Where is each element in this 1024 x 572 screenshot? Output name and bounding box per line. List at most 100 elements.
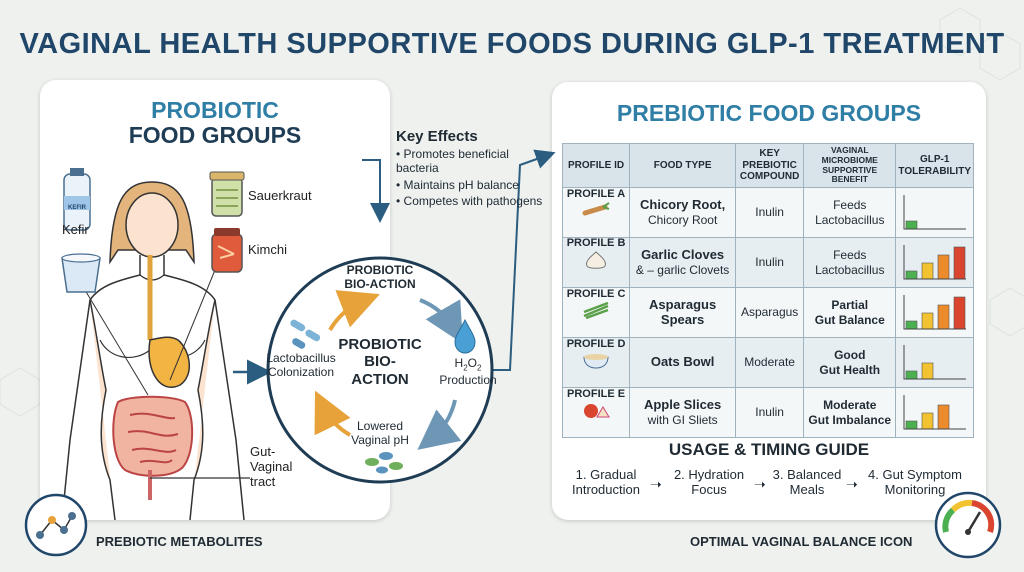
kimchi-jar-icon: [211, 228, 243, 273]
human-body-icon: [61, 181, 245, 521]
profile-cell: PROFILE C: [561, 287, 631, 339]
compound-cell: Inulin: [735, 187, 805, 239]
footer-left-label: PREBIOTIC METABOLITES: [96, 534, 263, 549]
tolerability-bar: [937, 304, 949, 329]
tolerability-cell: [895, 387, 974, 439]
water-drop-icon: [454, 318, 476, 354]
table-header-row: PROFILE ID FOOD TYPE KEY PREBIOTIC COMPO…: [561, 142, 974, 189]
oats-bowl-icon: [583, 354, 609, 369]
profile-cell: PROFILE E: [561, 387, 631, 439]
tolerability-bar: [921, 412, 933, 429]
compound-cell: Inulin: [735, 387, 805, 439]
tolerability-cell: [895, 237, 974, 289]
tolerability-bar: [905, 420, 917, 429]
prebiotic-table: PROFILE ID FOOD TYPE KEY PREBIOTIC COMPO…: [561, 142, 974, 439]
gut-vaginal-tract-label: Gut- Vaginal tract: [250, 444, 293, 489]
garlic-icon: [586, 251, 607, 270]
table-row: PROFILE B Garlic Cloves& – garlic Clovet…: [561, 236, 974, 289]
tolerability-bar: [953, 246, 965, 279]
tolerability-cell: [895, 187, 974, 239]
asparagus-icon: [583, 302, 609, 320]
key-effects-heading: Key Effects: [396, 128, 478, 145]
profile-cell: PROFILE D: [561, 337, 631, 389]
tolerability-bar: [905, 270, 917, 279]
kefir-bottle-label: KEFIR: [68, 205, 86, 211]
tolerability-bar: [921, 312, 933, 329]
chicory-root-icon: [582, 202, 610, 216]
tolerability-axis: [903, 194, 966, 230]
intestines-icon: [112, 395, 194, 500]
tolerability-bar: [921, 262, 933, 279]
tolerability-bar: [905, 220, 917, 229]
tolerability-bar: [937, 254, 949, 279]
cycle-bottom-label: Lowered Vaginal pH: [351, 419, 409, 447]
table-row: PROFILE D Oats Bowl Moderate Good Gut He…: [561, 337, 974, 389]
cycle-left-label: Lactobacillus Colonization: [266, 351, 336, 379]
profile-cell: PROFILE B: [561, 236, 631, 289]
step-arrow-icon: ➝: [650, 476, 662, 492]
key-effect-item: • Competes with pathogens: [396, 194, 543, 209]
profile-id: PROFILE E: [567, 387, 626, 400]
food-label-kefir: Kefir: [62, 222, 89, 237]
balance-gauge-icon: [934, 491, 1002, 559]
food-type-cell: Garlic Cloves& – garlic Clovets: [629, 237, 737, 289]
sauerkraut-jar-icon: [209, 171, 245, 217]
benefit-cell: Good Gut Health: [803, 337, 897, 389]
key-effects-list: • Promotes beneficial bacteria • Maintai…: [396, 147, 546, 209]
key-effect-item: • Promotes beneficial bacteria: [396, 147, 509, 175]
tolerability-bars: [903, 194, 966, 230]
table-row: PROFILE C Asparagus Spears Asparagus Par…: [561, 287, 974, 339]
bacteria-icon: [290, 319, 321, 349]
probiotic-panel-title: PROBIOTIC FOOD GROUPS: [60, 97, 370, 149]
page-title: VAGINAL HEALTH SUPPORTIVE FOODS DURING G…: [19, 28, 1005, 60]
benefit-cell: Feeds Lactobacillus: [803, 237, 897, 289]
compound-cell: Moderate: [735, 337, 805, 389]
step-arrow-icon: ➝: [754, 476, 766, 492]
probiotic-title-line1: PROBIOTIC: [151, 97, 279, 123]
kefir-bottle-icon: [63, 168, 91, 231]
bacteria-cluster-icon: [365, 452, 403, 474]
header-profile-id: PROFILE ID: [561, 142, 631, 189]
benefit-cell: Feeds Lactobacillus: [803, 187, 897, 239]
header-compound: KEY PREBIOTIC COMPOUND: [735, 142, 805, 189]
tolerability-cell: [895, 287, 974, 339]
food-label-sauerkraut: Sauerkraut: [248, 188, 312, 203]
stomach-icon: [147, 255, 190, 388]
apple-icon: [584, 404, 610, 419]
profile-id: PROFILE D: [566, 337, 626, 350]
food-type-cell: Chicory Root,Chicory Root: [629, 187, 737, 239]
compound-cell: Inulin: [735, 237, 805, 289]
step-arrow-icon: ➝: [846, 476, 858, 492]
tolerability-axis: [903, 394, 966, 430]
tolerability-bar: [937, 404, 949, 429]
key-effects: Key Effects • Promotes beneficial bacter…: [396, 128, 546, 209]
tolerability-bars: [903, 294, 966, 330]
usage-step: 3. Balanced Meals: [772, 467, 842, 497]
tolerability-bar: [905, 320, 917, 329]
tolerability-cell: [895, 337, 974, 389]
food-label-kimchi: Kimchi: [248, 242, 288, 257]
tolerability-bar: [905, 370, 917, 379]
tolerability-bars: [903, 394, 966, 430]
cycle-center-label: PROBIOTIC BIO- ACTION: [338, 336, 422, 388]
usage-step: 4. Gut Symptom Monitoring: [868, 467, 962, 497]
tolerability-bar: [953, 296, 965, 329]
tolerability-axis: [903, 294, 966, 330]
benefit-cell: Moderate Gut Imbalance: [803, 387, 897, 439]
profile-id: PROFILE B: [566, 236, 626, 249]
profile-id: PROFILE A: [566, 187, 626, 200]
tolerability-axis: [903, 244, 966, 280]
compound-cell: Asparagus: [735, 287, 805, 339]
benefit-cell: Partial Gut Balance: [803, 287, 897, 339]
prebiotic-panel-title: PREBIOTIC FOOD GROUPS: [616, 100, 922, 126]
key-effect-item: • Maintains pH balance: [396, 177, 519, 192]
molecule-icon: [24, 493, 88, 557]
probiotic-title-line2: FOOD GROUPS: [128, 122, 302, 149]
tolerability-bars: [903, 244, 966, 280]
cycle-top-label: PROBIOTIC BIO-ACTION: [344, 263, 416, 291]
profile-cell: PROFILE A: [561, 187, 631, 239]
